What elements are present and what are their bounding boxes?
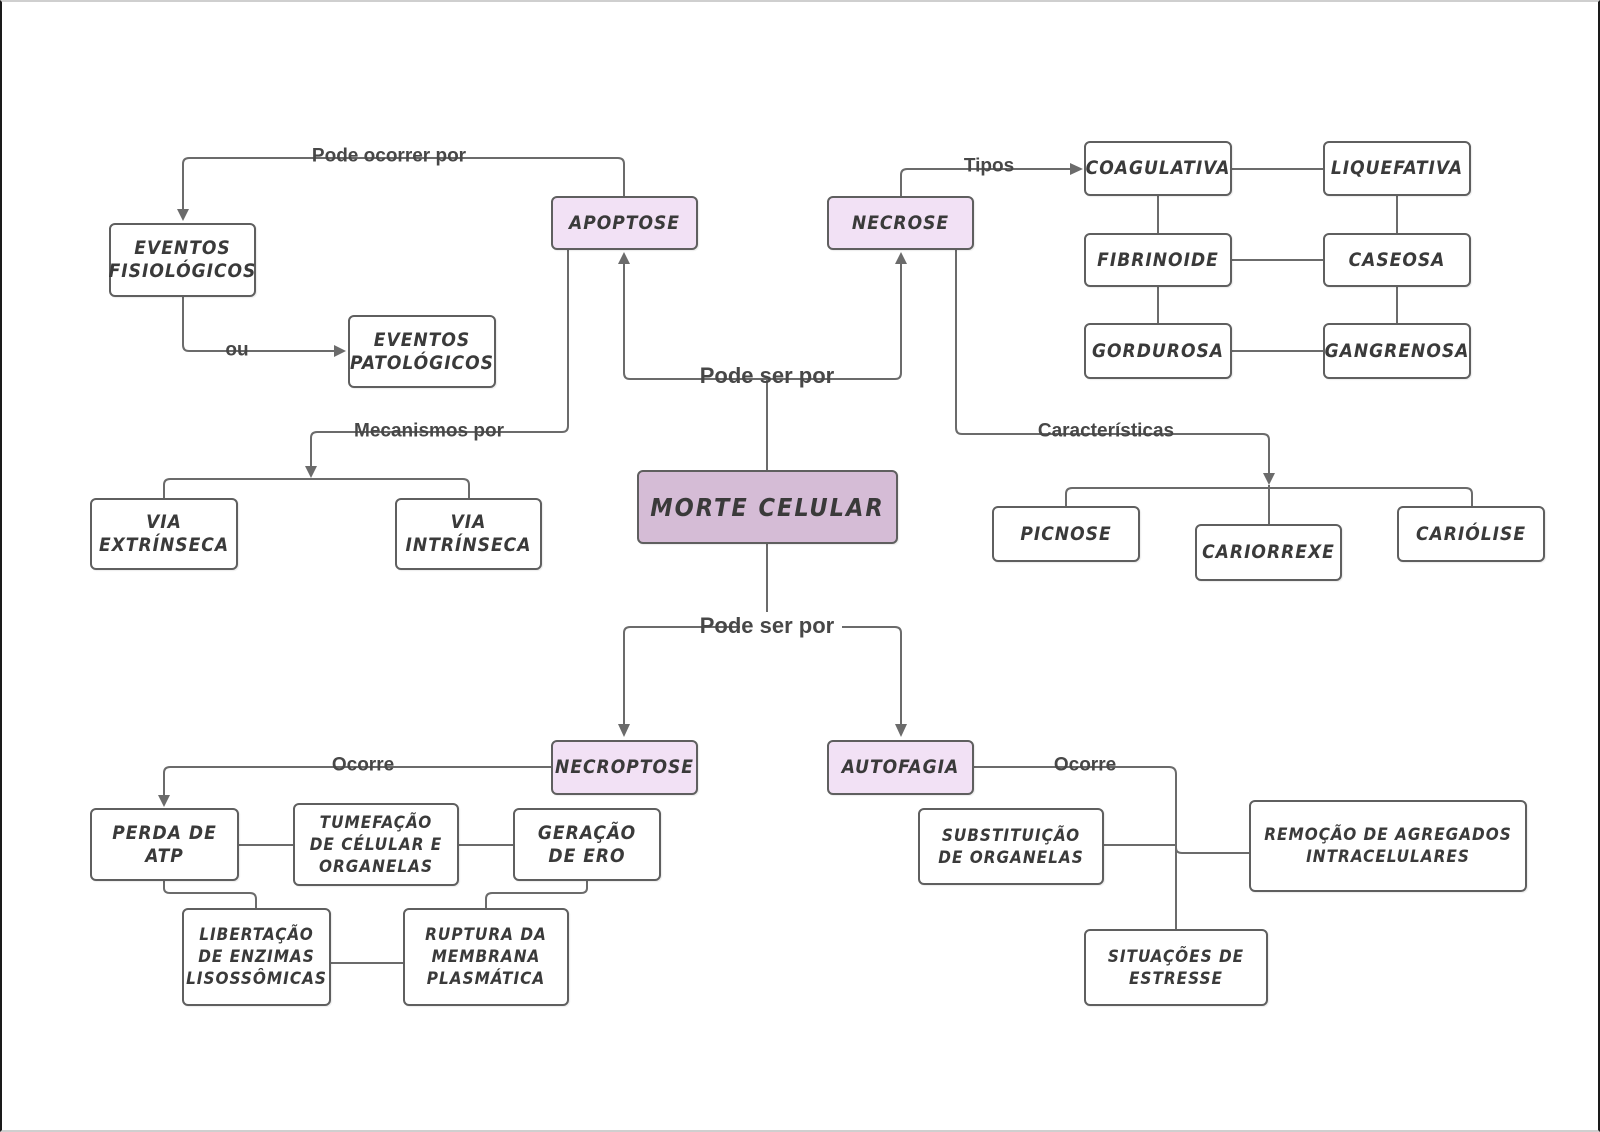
node-remocao-agregados[interactable]: REMOÇÃO DE AGREGADOS INTRACELULARES — [1249, 800, 1527, 892]
node-morte-celular[interactable]: MORTE CELULAR — [637, 470, 898, 544]
node-picnose[interactable]: PICNOSE — [992, 506, 1140, 562]
arrow-coagulativa — [1070, 163, 1083, 175]
edge-to-remocao — [1175, 847, 1249, 854]
edge-apoptose-mechanisms — [310, 250, 569, 466]
node-gangrenosa[interactable]: GANGRENOSA — [1323, 323, 1471, 379]
label-apoptose-occurs: Pode ocorrer por — [311, 145, 467, 167]
edge-geracao-ruptura — [485, 881, 588, 908]
arrow-necrose — [895, 252, 907, 264]
node-necroptose[interactable]: NECROPTOSE — [551, 740, 698, 795]
edge-perda-libertacao — [163, 881, 257, 908]
arrow-necroptose — [618, 724, 630, 737]
node-situacoes-estresse[interactable]: SITUAÇÕES DE ESTRESSE — [1084, 929, 1268, 1006]
label-necrose-features: Características — [1037, 420, 1175, 442]
node-tumefacao[interactable]: TUMEFAÇÃO DE CÉLULAR E ORGANELAS — [293, 803, 459, 886]
arrow-eventos-fisio — [177, 209, 189, 221]
label-root-top: Pode ser por — [699, 363, 835, 388]
node-apoptose[interactable]: APOPTOSE — [551, 196, 698, 250]
edge-apoptose-occurs — [182, 157, 625, 209]
node-necrose[interactable]: NECROSE — [827, 196, 974, 250]
arrow-mechanisms — [305, 466, 317, 478]
edge-to-necroptose — [623, 626, 740, 724]
node-cariolise[interactable]: CARIÓLISE — [1397, 506, 1545, 562]
edge-ou — [182, 297, 334, 352]
edge-necrose-features — [955, 250, 1270, 473]
node-ruptura-membrana[interactable]: RUPTURA DA MEMBRANA PLASMÁTICA — [403, 908, 569, 1006]
arrow-apoptose — [618, 252, 630, 264]
node-substituicao-organelas[interactable]: SUBSTITUIÇÃO DE ORGANELAS — [918, 808, 1104, 885]
node-perda-atp[interactable]: PERDA DE ATP — [90, 808, 239, 881]
label-autofagia-occurs: Ocorre — [1053, 754, 1117, 776]
arrow-eventos-pato — [334, 345, 346, 357]
node-gordurosa[interactable]: GORDUROSA — [1084, 323, 1232, 379]
node-caseosa[interactable]: CASEOSA — [1323, 233, 1471, 287]
label-apoptose-or: ou — [225, 339, 249, 361]
node-via-intrinseca[interactable]: VIA INTRÍNSECA — [395, 498, 542, 570]
node-cariorrexe[interactable]: CARIORREXE — [1195, 524, 1342, 581]
node-liquefativa[interactable]: LIQUEFATIVA — [1323, 141, 1471, 196]
node-autofagia[interactable]: AUTOFAGIA — [827, 740, 974, 795]
label-root-bottom: Pode ser por — [699, 613, 835, 638]
label-necrose-types: Tipos — [963, 155, 1015, 177]
node-eventos-patologicos[interactable]: EVENTOS PATOLÓGICOS — [348, 315, 496, 388]
arrow-perda — [158, 795, 170, 807]
node-libertacao-enzimas[interactable]: LIBERTAÇÃO DE ENZIMAS LISOSSÔMICAS — [182, 908, 331, 1006]
edge-to-necrose — [767, 264, 902, 380]
node-coagulativa[interactable]: COAGULATIVA — [1084, 141, 1232, 196]
edge-via-split — [163, 478, 470, 498]
arrow-autofagia — [895, 724, 907, 737]
arrow-features — [1263, 473, 1275, 485]
node-geracao-ero[interactable]: GERAÇÃO DE ERO — [513, 808, 661, 881]
node-eventos-fisiologicos[interactable]: EVENTOS FISIOLÓGICOS — [109, 223, 256, 297]
edge-autofagia-occurs — [974, 766, 1177, 929]
edge-to-autofagia — [842, 626, 902, 724]
label-necroptose-occurs: Ocorre — [331, 754, 395, 776]
node-fibrinoide[interactable]: FIBRINOIDE — [1084, 233, 1232, 287]
node-via-extrinseca[interactable]: VIA EXTRÍNSECA — [90, 498, 238, 570]
edge-necroptose-occurs — [163, 766, 551, 795]
label-apoptose-mechanisms: Mecanismos por — [354, 420, 504, 442]
edge-necrose-types — [900, 168, 1070, 196]
edge-to-apoptose — [623, 264, 767, 380]
